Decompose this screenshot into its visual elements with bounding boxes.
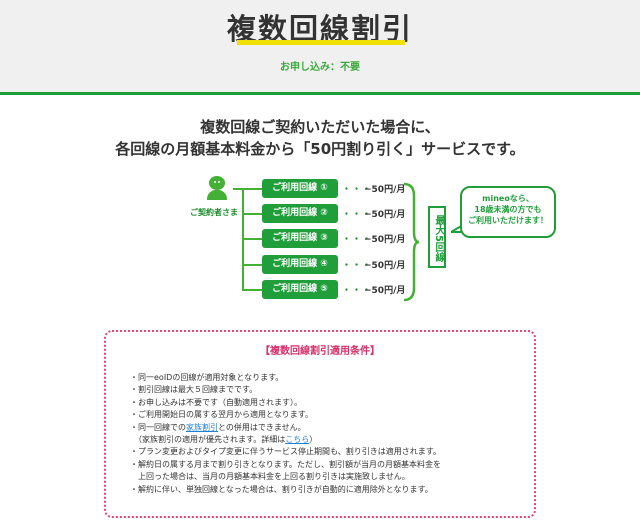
list-item: ・同一eoIDの回線が適用対象となります。 xyxy=(130,373,284,382)
title-area: 複数回線割引 xyxy=(0,0,640,54)
item-text: ・同一回線での xyxy=(130,422,186,432)
line-1-dots: ・・・ xyxy=(342,185,373,195)
list-item: ・お申し込みは不要です（自動適用されます）。 xyxy=(130,397,302,407)
line-5-dots: ・・・ xyxy=(342,286,373,296)
line-1-discount: −50円/月 xyxy=(364,185,406,195)
person-icon xyxy=(206,176,228,200)
bubble-line-1: mineoなら、 xyxy=(482,194,534,203)
tree-connector xyxy=(233,188,243,190)
conditions-box xyxy=(104,330,536,518)
details-link[interactable]: こちら xyxy=(285,435,310,445)
item-text: ） xyxy=(309,435,318,445)
line-1-badge: ご利用回線 ① xyxy=(262,179,338,198)
lead-line-1: 複数回線ご契約いただいた場合に、 xyxy=(200,118,440,136)
line-4-discount: −50円/月 xyxy=(364,261,406,271)
apply-note: お申し込み：不要 xyxy=(280,62,360,73)
bubble-line-2: 18歳未満の方でも xyxy=(474,205,542,214)
list-item: ・解約に伴い、単独回線となった場合は、割り引きが自動的に適用除外となります。 xyxy=(130,484,433,494)
speech-bubble: mineoなら、 18歳未満の方でも ご利用いただけます！ xyxy=(460,186,556,238)
list-item: （家族割引の適用が優先されます。詳細はこちら） xyxy=(130,434,530,446)
list-item: ・割引回線は最大５回線までです。 xyxy=(130,385,258,395)
tree-connector xyxy=(242,188,262,190)
item-text: （家族割引の適用が優先されます。詳細は xyxy=(130,435,286,445)
line-3-dots: ・・・ xyxy=(342,235,373,245)
owner-label: ご契約者さま xyxy=(190,208,238,217)
person-head xyxy=(209,176,225,190)
page-title: 複数回線割引 xyxy=(226,12,413,46)
brace-icon xyxy=(403,182,420,302)
item-text: との併用はできません。 xyxy=(218,422,306,432)
line-2-dots: ・・・ xyxy=(342,210,373,220)
list-item: ・解約日の属する月まで割り引きとなります。ただし、割引額が当月の月額基本料金を xyxy=(130,459,441,469)
list-item: 上回った場合は、当月の月額基本料金を上回る割り引きは実施致しません。 xyxy=(130,472,410,482)
max-lines-label: 最大5回線 xyxy=(428,206,446,268)
conditions-title: 【複数回線割引適用条件】 xyxy=(260,346,380,357)
tree-connector xyxy=(242,289,262,291)
line-2-badge: ご利用回線 ② xyxy=(262,204,338,223)
tree-connector xyxy=(242,238,262,240)
header-divider xyxy=(0,92,640,95)
lead-text: 複数回線ご契約いただいた場合に、 各回線の月額基本料金から「50円割り引く」サー… xyxy=(0,116,640,160)
title-underline xyxy=(237,40,405,45)
bubble-line-3: ご利用いただけます！ xyxy=(468,216,548,225)
family-discount-link[interactable]: 家族割引 xyxy=(186,422,218,432)
tree-connector xyxy=(242,264,262,266)
person-body xyxy=(207,190,227,200)
line-2-discount: −50円/月 xyxy=(364,210,406,220)
page-header xyxy=(0,0,640,92)
line-4-badge: ご利用回線 ④ xyxy=(262,255,338,274)
list-item: ・ご利用開始日の属する翌月から適用となります。 xyxy=(130,410,313,420)
tree-connector xyxy=(242,213,262,215)
list-item: ・同一回線での家族割引との併用はできません。 xyxy=(130,422,530,434)
line-3-badge: ご利用回線 ③ xyxy=(262,229,338,248)
conditions-list: ・同一eoIDの回線が適用対象となります。 ・割引回線は最大５回線までです。 ・… xyxy=(130,372,530,496)
line-4-dots: ・・・ xyxy=(342,261,373,271)
line-5-badge: ご利用回線 ⑤ xyxy=(262,280,338,299)
lead-line-2: 各回線の月額基本料金から「50円割り引く」サービスです。 xyxy=(115,140,525,158)
line-3-discount: −50円/月 xyxy=(364,235,406,245)
list-item: ・プラン変更およびタイプ変更に伴うサービス停止期間も、割り引きは適用されます。 xyxy=(130,447,441,457)
line-5-discount: −50円/月 xyxy=(364,286,406,296)
